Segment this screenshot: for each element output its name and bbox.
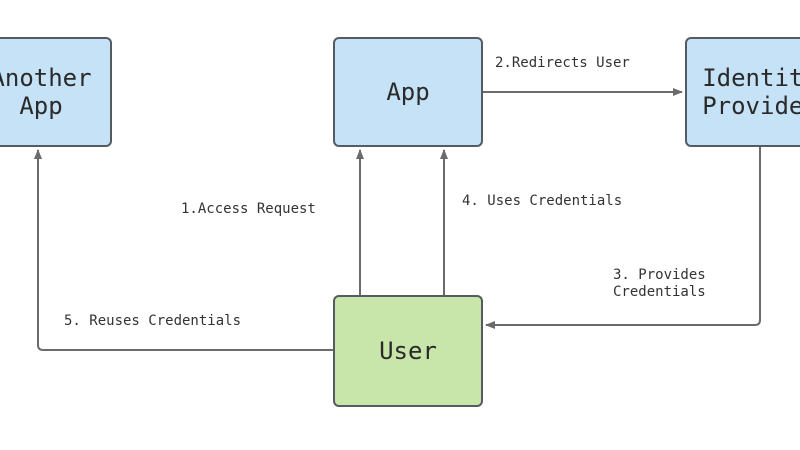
edge-label-reuses-credentials: 5. Reuses Credentials bbox=[64, 313, 242, 329]
edge-label-uses-credentials: 4. Uses Credentials bbox=[462, 193, 623, 209]
another-app-node: Another App bbox=[0, 37, 112, 147]
user-node: User bbox=[333, 295, 483, 407]
edge-label-provides-credentials: 3. Provides Credentials bbox=[613, 267, 706, 300]
edge-provides-credentials bbox=[485, 147, 761, 329]
edge-label-redirects-user: 2.Redirects User bbox=[495, 55, 630, 71]
edge-label-access-request: 1.Access Request bbox=[181, 201, 316, 217]
identity-provider-node: Identity Provider bbox=[685, 37, 800, 147]
edge-reuses-credentials bbox=[34, 149, 333, 351]
app-node: App bbox=[333, 37, 483, 147]
